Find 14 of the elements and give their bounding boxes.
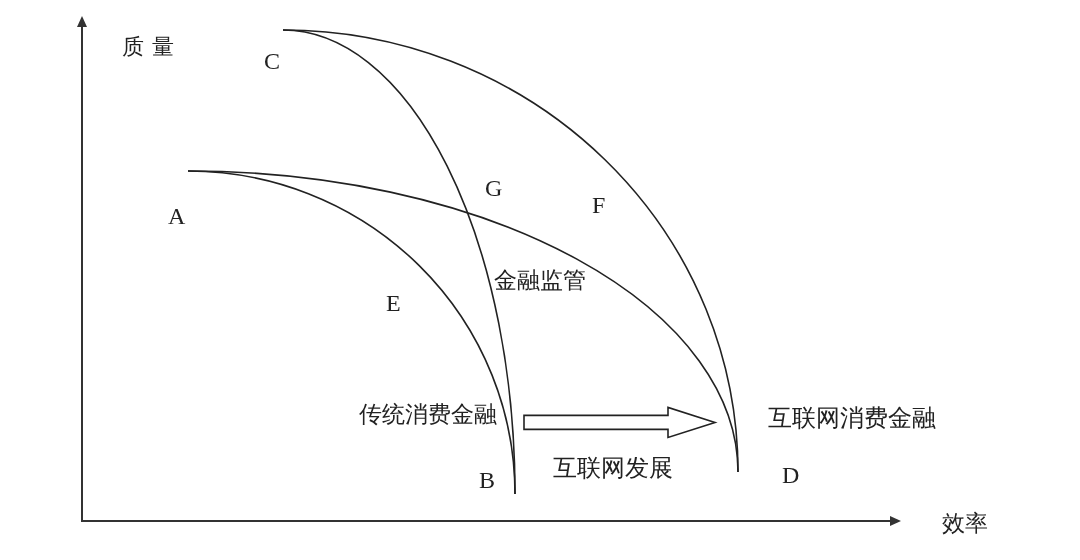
region-label: E [386, 290, 401, 317]
axis-label: 质量 [122, 35, 182, 60]
region-label: G [485, 175, 503, 202]
point-label: C [264, 48, 280, 75]
region-label: 金融监管 [494, 268, 586, 294]
stage-label: 传统消费金融 [359, 402, 497, 428]
axis-label: 效率 [942, 511, 988, 537]
point-label: A [168, 203, 186, 230]
stage-label: 互联网消费金融 [768, 405, 936, 432]
point-label: B [479, 467, 495, 494]
block-arrow [523, 406, 718, 439]
point-label: D [782, 462, 800, 489]
edge-label: 互联网发展 [553, 455, 673, 482]
region-label: F [592, 192, 606, 219]
